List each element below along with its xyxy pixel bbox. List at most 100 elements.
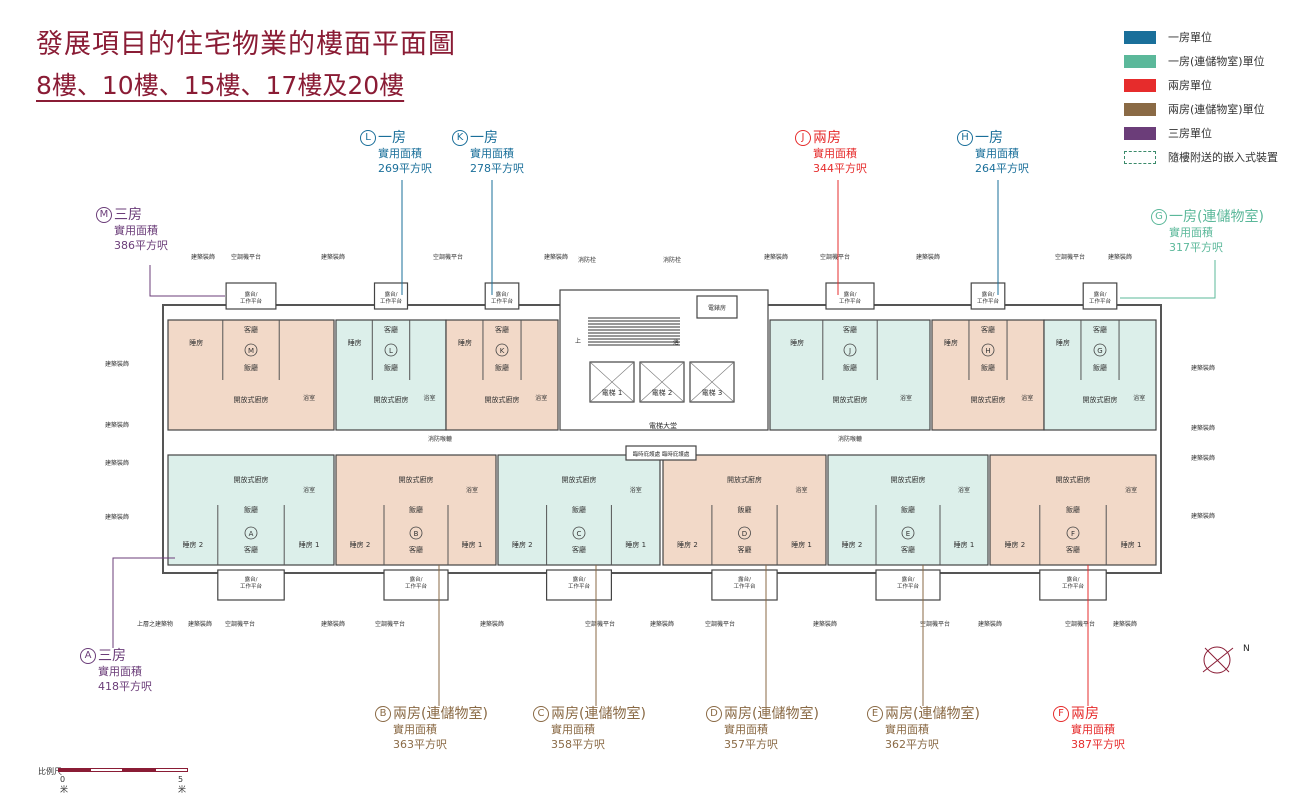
fire-hose-label: 消防喉轆 (838, 435, 862, 443)
balcony-label: 露台/ (496, 290, 509, 298)
room-dining: 飯廳 (738, 505, 752, 514)
room-dining: 飯廳 (981, 363, 995, 372)
unit-area-label: 實用面積 (1071, 723, 1115, 736)
room-bath: 浴室 (1021, 394, 1033, 402)
arch-label: 建築裝飾 (105, 459, 129, 467)
lift-lobby-label: 電梯大堂 (649, 421, 677, 430)
room-living: 客廳 (244, 325, 258, 334)
room-living: 客廳 (495, 325, 509, 334)
arch-label: 建築裝飾 (1191, 512, 1215, 520)
room-kitchen: 開放式廚房 (399, 475, 434, 484)
arch-label: 建築裝飾 (105, 513, 129, 521)
balcony (970, 282, 1006, 310)
leader-line (112, 557, 175, 648)
arch-label: 建築裝飾 (978, 620, 1002, 628)
arch-label: 建築裝飾 (321, 253, 345, 261)
balcony (383, 569, 449, 601)
room-bedroom: 睡房 1 (299, 540, 320, 549)
legend-swatch (1124, 102, 1156, 116)
room-living: 客廳 (1093, 325, 1107, 334)
arch-label: 空調機平台 (225, 620, 255, 628)
arch-label: 建築裝飾 (321, 620, 345, 628)
fire-hose-label: 消防喉轆 (428, 435, 452, 443)
balcony-label: 露台/ (982, 290, 995, 298)
balcony-label: 露台/ (1067, 575, 1080, 583)
unit-area-label: 實用面積 (813, 147, 857, 160)
room-dining: 飯廳 (901, 505, 915, 514)
unit-area-label: 實用面積 (724, 723, 768, 736)
unit-marker-letter: H (985, 347, 990, 355)
legend-label: 一房(連儲物室)單位 (1168, 55, 1265, 68)
room-bath: 浴室 (900, 394, 912, 402)
arch-label: 空調機平台 (705, 620, 735, 628)
unit-marker (738, 526, 751, 540)
lift-cross (589, 361, 635, 403)
page-title: 發展項目的住宅物業的樓面平面圖 (36, 29, 456, 60)
balcony-label: 露台/ (410, 575, 423, 583)
arch-label: 建築裝飾 (105, 421, 129, 429)
north-label: N (1243, 644, 1250, 654)
unit-area-label: 實用面積 (1169, 226, 1213, 239)
room-dining: 飯廳 (409, 505, 423, 514)
room-kitchen: 開放式廚房 (1083, 395, 1118, 404)
unit-b-area (335, 454, 497, 566)
unit-area: 418平方呎 (98, 680, 152, 693)
unit-marker-letter: G (1097, 347, 1102, 355)
balcony (1082, 282, 1118, 310)
unit-area: 269平方呎 (378, 162, 432, 175)
unit-marker (572, 526, 586, 540)
legend-swatch (1124, 30, 1156, 44)
unit-marker-letter: A (249, 530, 254, 538)
room-dining: 飯廳 (495, 363, 509, 372)
balcony-label: 工作平台 (977, 297, 1000, 305)
north-compass (1203, 646, 1231, 674)
room-kitchen: 開放式廚房 (374, 395, 409, 404)
room-living: 客廳 (738, 545, 752, 554)
arch-label: 空調機平台 (1065, 620, 1095, 628)
arch-label: 建築裝飾 (813, 620, 837, 628)
room-dining: 飯廳 (843, 363, 857, 372)
lift-cross (689, 361, 735, 403)
room-bedroom: 睡房 1 (462, 540, 483, 549)
room-bedroom: 睡房 (458, 338, 472, 347)
room-bedroom: 睡房 (1056, 338, 1070, 347)
room-bedroom: 睡房 (944, 338, 958, 347)
room-kitchen: 開放式廚房 (234, 395, 269, 404)
balcony-label: 工作平台 (568, 582, 591, 590)
unit-letter-badge: J (795, 130, 811, 146)
unit-letter-badge: B (375, 706, 391, 722)
leader-line (1120, 260, 1216, 299)
balcony-label: 露台/ (385, 290, 398, 298)
balcony-label: 工作平台 (897, 582, 920, 590)
unit-area-label: 實用面積 (393, 723, 437, 736)
scale-end: 5米 (178, 775, 186, 794)
unit-type: 兩房(連儲物室) (551, 705, 646, 722)
unit-g-area (1043, 319, 1157, 431)
balcony-label: 工作平台 (733, 582, 756, 590)
balcony-label: 工作平台 (1062, 582, 1085, 590)
unit-l-area (335, 319, 447, 431)
unit-area-label: 實用面積 (114, 224, 158, 237)
arch-label: 建築裝飾 (188, 620, 212, 628)
arch-label: 建築裝飾 (1113, 620, 1137, 628)
room-bedroom: 睡房 2 (1005, 540, 1026, 549)
stair-down: 落 (673, 338, 679, 346)
arch-label: 建築裝飾 (1191, 424, 1215, 432)
unit-marker (901, 526, 915, 540)
compass-needle (1202, 647, 1234, 673)
arch-label: 建築裝飾 (1191, 364, 1215, 372)
arch-label: 空調機平台 (920, 620, 950, 628)
unit-letter-badge: G (1151, 209, 1167, 225)
scale-label: 比例尺 (38, 767, 62, 776)
room-dining: 飯廳 (1093, 363, 1107, 372)
room-bedroom: 睡房 1 (1121, 540, 1142, 549)
unit-marker-letter: J (848, 347, 851, 355)
unit-d-area (662, 454, 827, 566)
legend-swatch (1124, 150, 1156, 164)
stair-up: 上 (575, 337, 581, 345)
room-kitchen: 開放式廚房 (1056, 475, 1091, 484)
legend-item: 一房單位 (1124, 28, 1212, 46)
